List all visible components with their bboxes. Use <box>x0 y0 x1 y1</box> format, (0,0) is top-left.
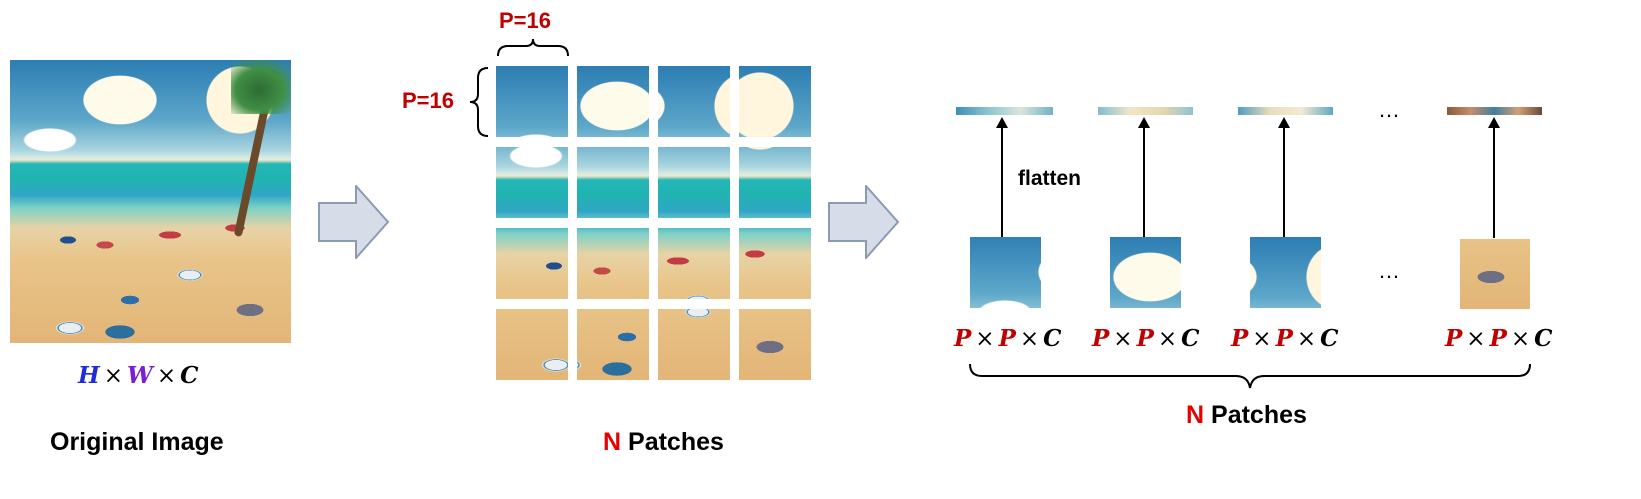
times-sign: × <box>1466 326 1486 352</box>
n-letter: N <box>603 428 622 456</box>
times-sign: × <box>103 363 124 389</box>
patch-tile <box>577 228 649 299</box>
dim-h: H <box>78 362 100 389</box>
times-sign: × <box>1157 326 1178 352</box>
flattened-vector <box>1447 107 1542 115</box>
patch-tile <box>577 66 649 137</box>
patch-n <box>1460 239 1530 309</box>
grid-caption: N Patches <box>603 428 724 457</box>
dim-p: P <box>954 325 972 352</box>
patch-tile <box>577 309 649 380</box>
original-dims: H×W×C <box>78 362 198 389</box>
dim-p: P <box>1489 325 1507 352</box>
dim-p: P <box>1275 325 1293 352</box>
flattened-vector <box>956 107 1053 115</box>
patch-dim-label: P×P×C <box>1092 325 1199 352</box>
patch-tile <box>658 309 730 380</box>
patch-size-top-label: P=16 <box>499 8 551 33</box>
dim-p: P <box>1231 325 1249 352</box>
ellipsis-top: … <box>1378 97 1400 122</box>
patch-tile <box>496 228 568 299</box>
patch-tile <box>496 147 568 218</box>
patch-grid <box>496 66 811 380</box>
n-letter: N <box>1186 401 1205 429</box>
ellipsis-mid: … <box>1378 258 1400 283</box>
patch-tile <box>739 309 811 380</box>
patch-size-left-label: P=16 <box>402 88 454 113</box>
times-sign: × <box>156 363 177 389</box>
dim-c: C <box>1320 325 1339 352</box>
patch-tile <box>496 309 568 380</box>
dim-c: C <box>1534 325 1553 352</box>
block-arrow-right-icon <box>318 185 390 259</box>
times-sign: × <box>1113 326 1133 352</box>
patch-dim-label: P×P×C <box>1445 325 1552 352</box>
up-arrow-icon <box>996 117 1008 238</box>
patch-tile <box>496 66 568 137</box>
patch-3 <box>1250 237 1321 308</box>
dim-c: C <box>1043 325 1062 352</box>
dim-w: W <box>127 362 153 389</box>
dim-p: P <box>1092 325 1110 352</box>
patch-tile <box>658 228 730 299</box>
patch-tile <box>739 66 811 137</box>
up-arrow-icon <box>1488 117 1500 238</box>
flatten-label: flatten <box>1018 167 1081 190</box>
original-image-caption: Original Image <box>50 428 224 456</box>
up-arrow-icon <box>1278 117 1290 238</box>
patch-tile <box>739 147 811 218</box>
dim-c: C <box>1181 325 1200 352</box>
patch-tile <box>577 147 649 218</box>
times-sign: × <box>1019 326 1040 352</box>
patch-tile <box>658 66 730 137</box>
up-arrow-icon <box>1138 117 1150 238</box>
patches-word: Patches <box>628 428 724 456</box>
patch-tile <box>739 228 811 299</box>
bottom-brace <box>969 363 1531 389</box>
sequence-caption: N Patches <box>1186 401 1307 430</box>
patch-1 <box>970 237 1041 308</box>
times-sign: × <box>975 326 995 352</box>
patch-tile <box>658 147 730 218</box>
dim-c: C <box>180 362 199 389</box>
left-brace <box>469 67 489 137</box>
dim-p: P <box>1136 325 1154 352</box>
times-sign: × <box>1510 326 1531 352</box>
patch-2 <box>1110 237 1181 308</box>
patch-dim-label: P×P×C <box>1231 325 1338 352</box>
flattened-vector <box>1238 107 1333 115</box>
flattened-vector <box>1098 107 1193 115</box>
patch-grid-area: P=16 <box>480 0 820 400</box>
dim-p: P <box>1445 325 1463 352</box>
patch-dim-label: P×P×C <box>954 325 1061 352</box>
palm-leaves <box>231 60 291 114</box>
original-image <box>10 60 291 343</box>
patches-word: Patches <box>1211 401 1307 429</box>
dim-p: P <box>998 325 1016 352</box>
top-brace <box>497 38 569 57</box>
block-arrow-right-icon <box>828 185 900 259</box>
times-sign: × <box>1252 326 1272 352</box>
times-sign: × <box>1296 326 1317 352</box>
